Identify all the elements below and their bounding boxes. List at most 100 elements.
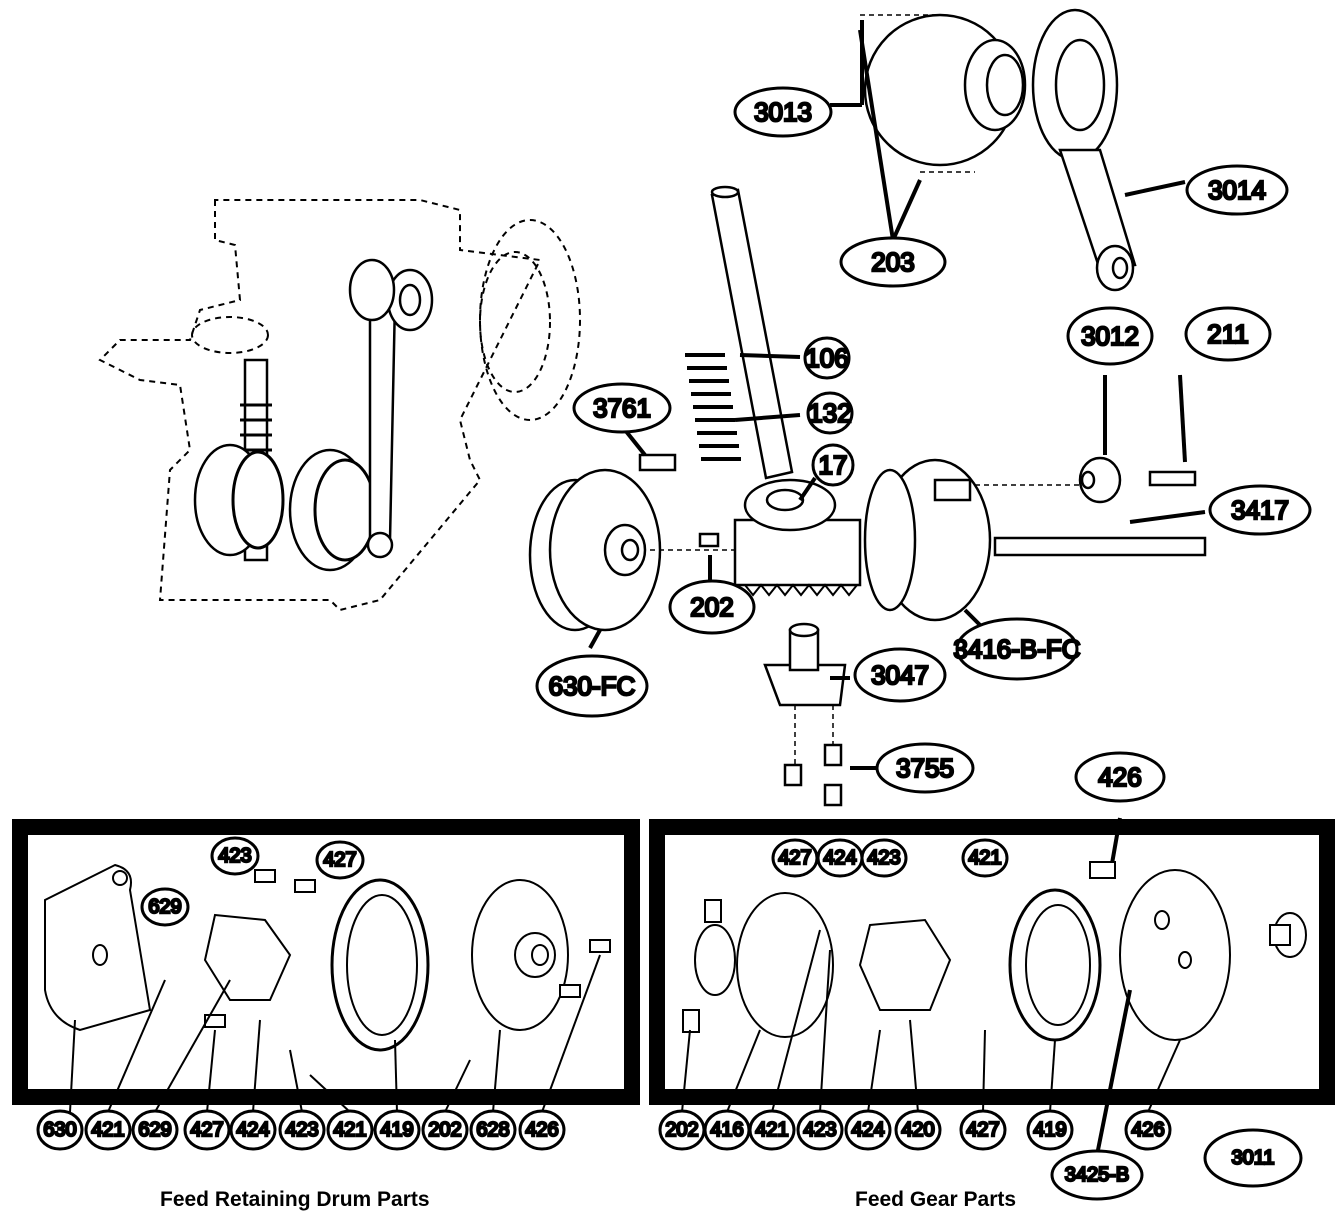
callout-retaining-inner-0: 423 bbox=[210, 836, 260, 876]
callout-retaining-bottom-7: 419 bbox=[373, 1109, 421, 1151]
callout-gear-bottom-1: 416 bbox=[703, 1109, 751, 1151]
callout-retaining-inner-1-outline bbox=[315, 840, 365, 880]
callout-top-6: 132 bbox=[806, 391, 854, 435]
callout-top-0-text: 3013 bbox=[754, 97, 812, 127]
caption-feed-gear: Feed Gear Parts bbox=[855, 1188, 1017, 1211]
retaining-parts bbox=[44, 863, 611, 1052]
callout-top-4-outline bbox=[1184, 306, 1272, 362]
caption-retaining-drum: Feed Retaining Drum Parts bbox=[160, 1188, 430, 1211]
callout-gear-bottom-0-text: 202 bbox=[665, 1119, 698, 1141]
callout-top-5-text: 106 bbox=[805, 343, 848, 373]
callout-top-7-outline bbox=[572, 382, 672, 434]
callout-top-6-text: 132 bbox=[808, 398, 851, 428]
callout-retaining-inner-2-text: 629 bbox=[148, 896, 181, 918]
callout-gear-bottom-3-outline bbox=[796, 1109, 844, 1151]
callout-top-3: 3012 bbox=[1066, 306, 1154, 366]
callout-top-9-outline bbox=[1208, 484, 1312, 536]
callout-top-14-outline bbox=[875, 742, 975, 794]
callout-gear-bottom-8-text: 426 bbox=[1131, 1119, 1164, 1141]
callout-top-7-text: 3761 bbox=[593, 393, 651, 423]
callout-gear-bottom-4-outline bbox=[844, 1109, 892, 1151]
callout-retaining-bottom-8-text: 202 bbox=[428, 1119, 461, 1141]
callout-retaining-bottom-9-outline bbox=[469, 1109, 517, 1151]
gear-parts bbox=[682, 861, 1307, 1042]
callout-retaining-bottom-10-text: 426 bbox=[525, 1119, 558, 1141]
callout-top-11: 630-FC bbox=[535, 654, 649, 718]
callout-retaining-bottom-4-text: 424 bbox=[236, 1119, 269, 1141]
callout-gear-inner-2-text: 423 bbox=[867, 847, 900, 869]
callout-gear-bottom-0: 202 bbox=[658, 1109, 706, 1151]
callout-gear-inner-2-outline bbox=[860, 838, 908, 878]
callout-retaining-bottom-8: 202 bbox=[421, 1109, 469, 1151]
callout-gear-inner-2: 423 bbox=[860, 838, 908, 878]
callout-retaining-inner-1-text: 427 bbox=[323, 849, 356, 871]
callout-top-3-text: 3012 bbox=[1081, 321, 1139, 351]
top-parts bbox=[528, 8, 1207, 807]
callout-retaining-bottom-5: 423 bbox=[278, 1109, 326, 1151]
retaining-drum-box bbox=[12, 819, 640, 1105]
callout-retaining-bottom-7-outline bbox=[373, 1109, 421, 1151]
callout-top-2-outline bbox=[1185, 164, 1289, 216]
callout-retaining-bottom-0-outline bbox=[36, 1109, 84, 1151]
callout-gear-inner-1-text: 424 bbox=[823, 847, 856, 869]
callout-retaining-bottom-3-outline bbox=[183, 1109, 231, 1151]
callout-top-2-text: 3014 bbox=[1208, 175, 1266, 205]
callout-retaining-bottom-0-text: 630 bbox=[43, 1119, 76, 1141]
callout-gear-bottom-2-outline bbox=[748, 1109, 796, 1151]
callout-gear-extra: 3425-B bbox=[1050, 1149, 1144, 1201]
callout-retaining-bottom-3: 427 bbox=[183, 1109, 231, 1151]
assembly-view bbox=[98, 199, 581, 612]
callout-gear-bottom-7-text: 419 bbox=[1033, 1119, 1066, 1141]
callout-top-11-text: 630-FC bbox=[549, 671, 636, 701]
callout-top-5-outline bbox=[803, 336, 851, 380]
callout-top-9-text: 3417 bbox=[1231, 495, 1289, 525]
callout-gear-bottom-2: 421 bbox=[748, 1109, 796, 1151]
callout-gear-extra-outline bbox=[1050, 1149, 1144, 1201]
leader-lines-boxes bbox=[69, 929, 1181, 1151]
callout-top-1-text: 203 bbox=[871, 247, 914, 277]
callout-gear-bottom-9: 3011 bbox=[1203, 1128, 1303, 1188]
callout-gear-bottom-4: 424 bbox=[844, 1109, 892, 1151]
callout-top-8-text: 17 bbox=[819, 450, 848, 480]
callout-top-15: 426 bbox=[1074, 751, 1166, 803]
callout-top-8-outline bbox=[811, 443, 855, 487]
callout-top-4-text: 211 bbox=[1207, 319, 1248, 349]
feed-gear-box bbox=[649, 819, 1335, 1105]
callout-retaining-bottom-2: 629 bbox=[131, 1109, 179, 1151]
callout-top-15-outline bbox=[1074, 751, 1166, 803]
callout-gear-bottom-9-outline bbox=[1203, 1128, 1303, 1188]
callout-gear-bottom-8-outline bbox=[1124, 1109, 1172, 1151]
callout-top-7: 3761 bbox=[572, 382, 672, 434]
callout-retaining-bottom-5-outline bbox=[278, 1109, 326, 1151]
callout-top-6-outline bbox=[806, 391, 854, 435]
callout-gear-inner-0-text: 427 bbox=[778, 847, 811, 869]
callout-top-11-outline bbox=[535, 654, 649, 718]
callout-top-10-outline bbox=[668, 579, 756, 635]
callout-retaining-bottom-7-text: 419 bbox=[380, 1119, 413, 1141]
callout-retaining-inner-0-text: 423 bbox=[218, 845, 251, 867]
callout-top-8: 17 bbox=[811, 443, 855, 487]
callout-top-14: 3755 bbox=[875, 742, 975, 794]
callout-retaining-bottom-1-text: 421 bbox=[91, 1119, 124, 1141]
callout-gear-inner-3: 421 bbox=[961, 838, 1009, 878]
callout-retaining-bottom-3-text: 427 bbox=[190, 1119, 223, 1141]
callout-gear-bottom-2-text: 421 bbox=[755, 1119, 788, 1141]
callout-gear-bottom-3: 423 bbox=[796, 1109, 844, 1151]
callout-top-9: 3417 bbox=[1208, 484, 1312, 536]
callout-retaining-inner-0-outline bbox=[210, 836, 260, 876]
callout-gear-bottom-6-outline bbox=[959, 1109, 1007, 1151]
callout-gear-bottom-5: 420 bbox=[894, 1109, 942, 1151]
callout-gear-bottom-5-outline bbox=[894, 1109, 942, 1151]
callout-gear-bottom-7-outline bbox=[1026, 1109, 1074, 1151]
callout-top-13-text: 3047 bbox=[871, 660, 929, 690]
callout-gear-inner-3-text: 421 bbox=[968, 847, 1001, 869]
callout-gear-bottom-8: 426 bbox=[1124, 1109, 1172, 1151]
callout-top-12-text: 3416-B-FC bbox=[953, 634, 1080, 664]
callout-top-13: 3047 bbox=[853, 647, 947, 703]
callout-retaining-bottom-8-outline bbox=[421, 1109, 469, 1151]
callout-top-0: 3013 bbox=[733, 86, 833, 138]
callout-gear-bottom-9-text: 3011 bbox=[1231, 1147, 1274, 1169]
callout-gear-bottom-6: 427 bbox=[959, 1109, 1007, 1151]
callout-gear-bottom-1-text: 416 bbox=[710, 1119, 743, 1141]
